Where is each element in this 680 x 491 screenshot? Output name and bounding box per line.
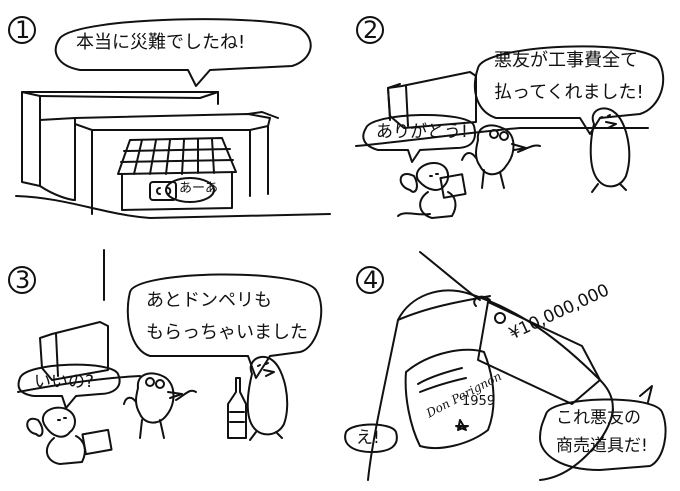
panel-3-reply: いいの? [34,372,95,392]
panel-3-number: 3 [15,266,31,294]
panel-3-speech-line-2: もらっちゃいました [146,322,308,343]
panel-1-number-circle [8,16,36,44]
panel-4-number: 4 [363,266,379,294]
panel-4-scene [344,251,667,481]
panel-1-number: 1 [15,16,31,44]
panel-3-scene [17,249,323,465]
panel-2-reply: ありがとう! [376,122,468,142]
panel-1-speech: 本当に災難でしたね! [76,32,246,53]
panel-1-building [15,18,331,219]
panel-2-speech-line-1: 悪友が工事費全て [494,50,638,71]
panel-3-speech-line-1: あとドンペリも [146,290,272,311]
panel-2-speech-line-2: 払ってくれました! [494,82,644,103]
panel-4-number-circle [356,266,384,294]
panel-2-scene [355,45,665,219]
panel-2-number: 2 [363,16,379,44]
panel-4-speech-line-1: これ悪友の [556,408,641,428]
panel-4-reply: え! [356,428,380,448]
panel-1-shed-sign: あーあ [179,181,219,196]
panel-4-speech-line-2: 商売道具だ! [556,436,648,456]
bottle-label-year: 1959 [462,394,496,409]
panel-3-number-circle [8,266,36,294]
panel-2-number-circle [356,16,384,44]
